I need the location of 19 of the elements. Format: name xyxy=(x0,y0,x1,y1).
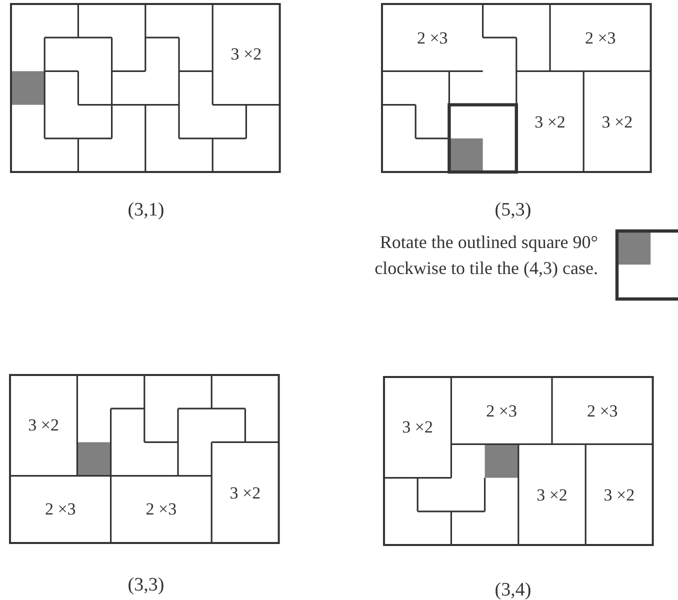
tile-size-label: 3 ×2 xyxy=(536,486,568,504)
tile-size-label: 2 ×3 xyxy=(586,402,618,420)
instruction-note: Rotate the outlined square 90° clockwise to tile the (4,3) case. xyxy=(374,231,598,280)
tile-size-label: 2 ×3 xyxy=(146,500,177,518)
tile-size-label: 3 ×2 xyxy=(230,484,261,502)
case-caption: (3,4) xyxy=(494,580,532,600)
tile-size-label: 2 ×3 xyxy=(584,29,616,46)
tile-size-label: 2 ×3 xyxy=(486,402,518,420)
tile-size-label: 2 ×3 xyxy=(416,29,448,46)
tile-size-label: 3 ×2 xyxy=(602,113,633,130)
tile-size-label: 3 ×2 xyxy=(402,418,434,436)
case-caption: (5,3) xyxy=(494,200,532,220)
tile-size-label: 3 ×2 xyxy=(604,486,635,504)
tile-size-label: 3 ×2 xyxy=(534,113,566,130)
tile-size-label: 3 ×2 xyxy=(28,416,60,434)
tile-size-label: 2 ×3 xyxy=(44,500,76,518)
case-caption: (3,3) xyxy=(128,576,164,594)
tile-size-label: 3 ×2 xyxy=(230,46,262,63)
case-caption: (3,1) xyxy=(128,200,164,220)
